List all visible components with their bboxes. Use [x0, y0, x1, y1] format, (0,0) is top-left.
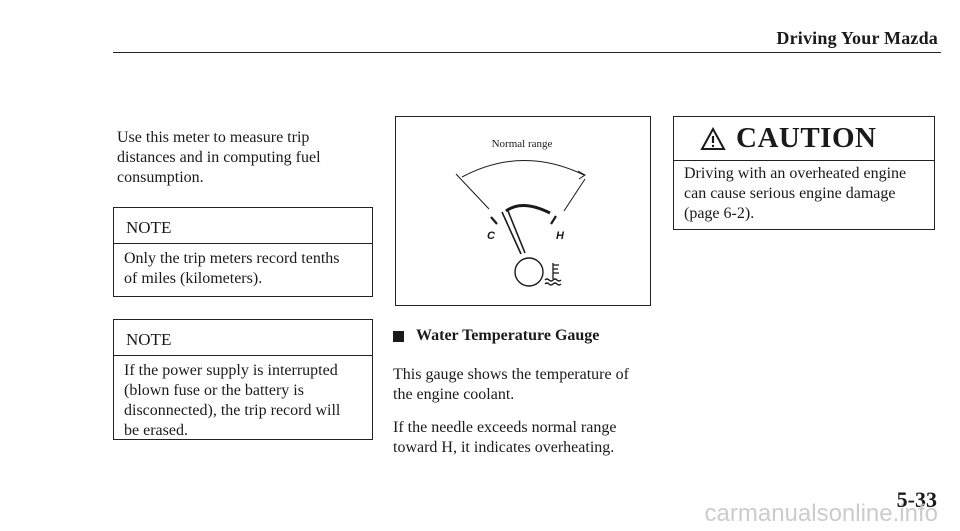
header-rule — [113, 52, 941, 53]
page-number: 5-33 — [896, 487, 937, 512]
gauge-figure: Normal range C H — [395, 116, 651, 306]
page-header-title: Driving Your Mazda — [776, 28, 938, 48]
caution-heading: CAUTION — [736, 122, 877, 154]
section-heading: Water Temperature Gauge — [393, 327, 599, 345]
gauge-pivot — [514, 257, 544, 287]
warning-triangle-icon — [700, 126, 726, 150]
caution-line: can cause serious engine damage — [684, 185, 896, 202]
section-line: This gauge shows the temperature of — [393, 366, 629, 383]
intro-line: distances and in computing fuel — [117, 149, 321, 166]
bullet-square-icon — [393, 330, 404, 342]
normal-range-arc — [461, 160, 585, 178]
note-body: Only the trip meters record tenths of mi… — [114, 244, 372, 289]
note-line: If the power supply is interrupted — [124, 362, 338, 379]
normal-range-label: Normal range — [492, 138, 553, 150]
note-line: disconnected), the trip record will — [124, 402, 341, 419]
note-box-trip-tenths: NOTE Only the trip meters record tenths … — [113, 207, 373, 297]
section-paragraph-1: This gauge shows the temperature of the … — [393, 365, 629, 405]
caution-body: Driving with an overheated engine can ca… — [674, 161, 934, 224]
section-line: If the needle exceeds normal range — [393, 419, 617, 436]
intro-line: Use this meter to measure trip — [117, 129, 310, 146]
intro-paragraph: Use this meter to measure trip distances… — [117, 128, 321, 188]
watermark: carmanualsonline.info — [704, 500, 938, 527]
caution-line: Driving with an overheated engine — [684, 165, 907, 182]
normal-range-arrow — [577, 170, 586, 180]
section-line: the engine coolant. — [393, 386, 515, 403]
note-line: Only the trip meters record tenths — [124, 250, 340, 267]
note-box-power-interrupt: NOTE If the power supply is interrupted … — [113, 319, 373, 440]
cold-tick — [490, 216, 498, 225]
section-paragraph-2: If the needle exceeds normal range towar… — [393, 418, 616, 458]
intro-line: consumption. — [117, 169, 204, 186]
cold-leader-line — [455, 173, 490, 210]
coolant-temperature-icon — [544, 263, 562, 286]
caution-header: CAUTION — [674, 117, 934, 161]
note-line: be erased. — [124, 422, 188, 439]
note-heading: NOTE — [114, 208, 372, 244]
note-body: If the power supply is interrupted (blow… — [114, 356, 372, 441]
cold-label: C — [487, 230, 496, 242]
gauge-needle-right-edge — [507, 210, 526, 254]
section-line: toward H, it indicates overheating. — [393, 439, 615, 456]
hot-label: H — [556, 230, 565, 242]
note-line: of miles (kilometers). — [124, 270, 263, 287]
caution-box: CAUTION Driving with an overheated engin… — [673, 116, 935, 230]
note-line: (blown fuse or the battery is — [124, 382, 304, 399]
section-title: Water Temperature Gauge — [416, 327, 600, 344]
note-heading: NOTE — [114, 320, 372, 356]
gauge-scale-arc — [505, 204, 551, 215]
caution-line: (page 6-2). — [684, 205, 755, 222]
hot-tick — [550, 215, 557, 225]
temperature-gauge-diagram: Normal range C H — [455, 138, 586, 287]
gauge-needle-left-edge — [501, 211, 522, 255]
hot-leader-line — [563, 178, 586, 212]
